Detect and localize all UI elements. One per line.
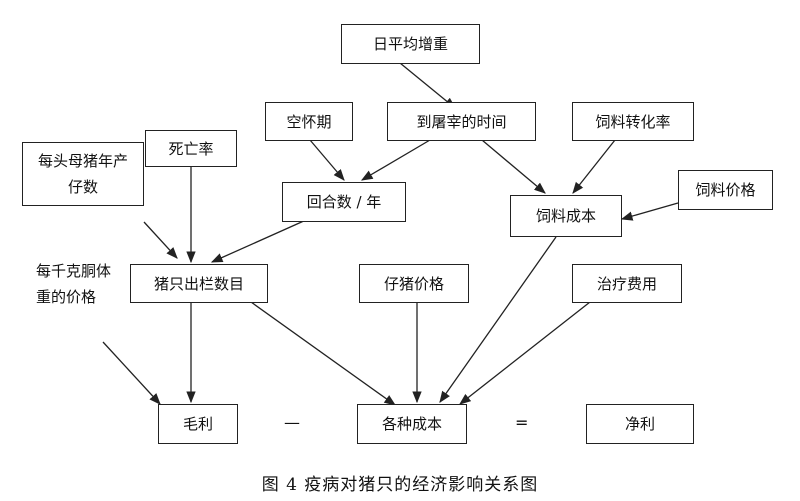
node-feed-price: 饲料价格 (678, 170, 773, 210)
arrow-treatment-to-costs (459, 301, 591, 405)
node-pigs-sold: 猪只出栏数目 (130, 264, 268, 303)
node-net-profit: 净利 (586, 404, 694, 444)
node-costs: 各种成本 (357, 404, 467, 444)
node-treatment-cost: 治疗费用 (572, 264, 682, 303)
arrow-daily-gain-to-time (399, 62, 456, 109)
node-piglet-price: 仔猪价格 (359, 264, 469, 303)
node-gross-profit: 毛利 (158, 404, 238, 444)
arrow-empty-to-batches (309, 139, 345, 181)
arrow-price-to-gross (102, 341, 161, 405)
node-piglets-per-sow: 每头母猪年产 仔数 (22, 142, 144, 206)
arrow-feedprice-to-feedcost (620, 202, 679, 221)
arrow-time-to-batches (360, 139, 431, 181)
arrow-batches-to-pigs (210, 219, 307, 263)
node-time-to-slaughter: 到屠宰的时间 (387, 102, 536, 141)
arrow-time-to-feedcost (481, 139, 546, 194)
node-feed-cost: 饲料成本 (510, 195, 622, 237)
node-feed-conversion: 饲料转化率 (572, 102, 694, 141)
node-batches-per-year: 回合数 / 年 (282, 182, 406, 222)
arrow-pigs-to-costs (250, 301, 396, 406)
node-empty-period: 空怀期 (265, 102, 353, 141)
node-price-per-kg: 每千克胴体 重的价格 (36, 262, 112, 306)
arrow-conversion-to-feedcost (572, 139, 616, 194)
arrow-feedcost-to-costs (439, 236, 557, 403)
equals-sign: = (515, 413, 529, 432)
node-mortality: 死亡率 (145, 130, 237, 167)
node-daily-gain: 日平均增重 (341, 24, 480, 64)
minus-sign: — (284, 413, 300, 432)
arrow-piglets-to-pigs (143, 221, 178, 259)
figure-caption: 图 4 疫病对猪只的经济影响关系图 (261, 475, 539, 495)
